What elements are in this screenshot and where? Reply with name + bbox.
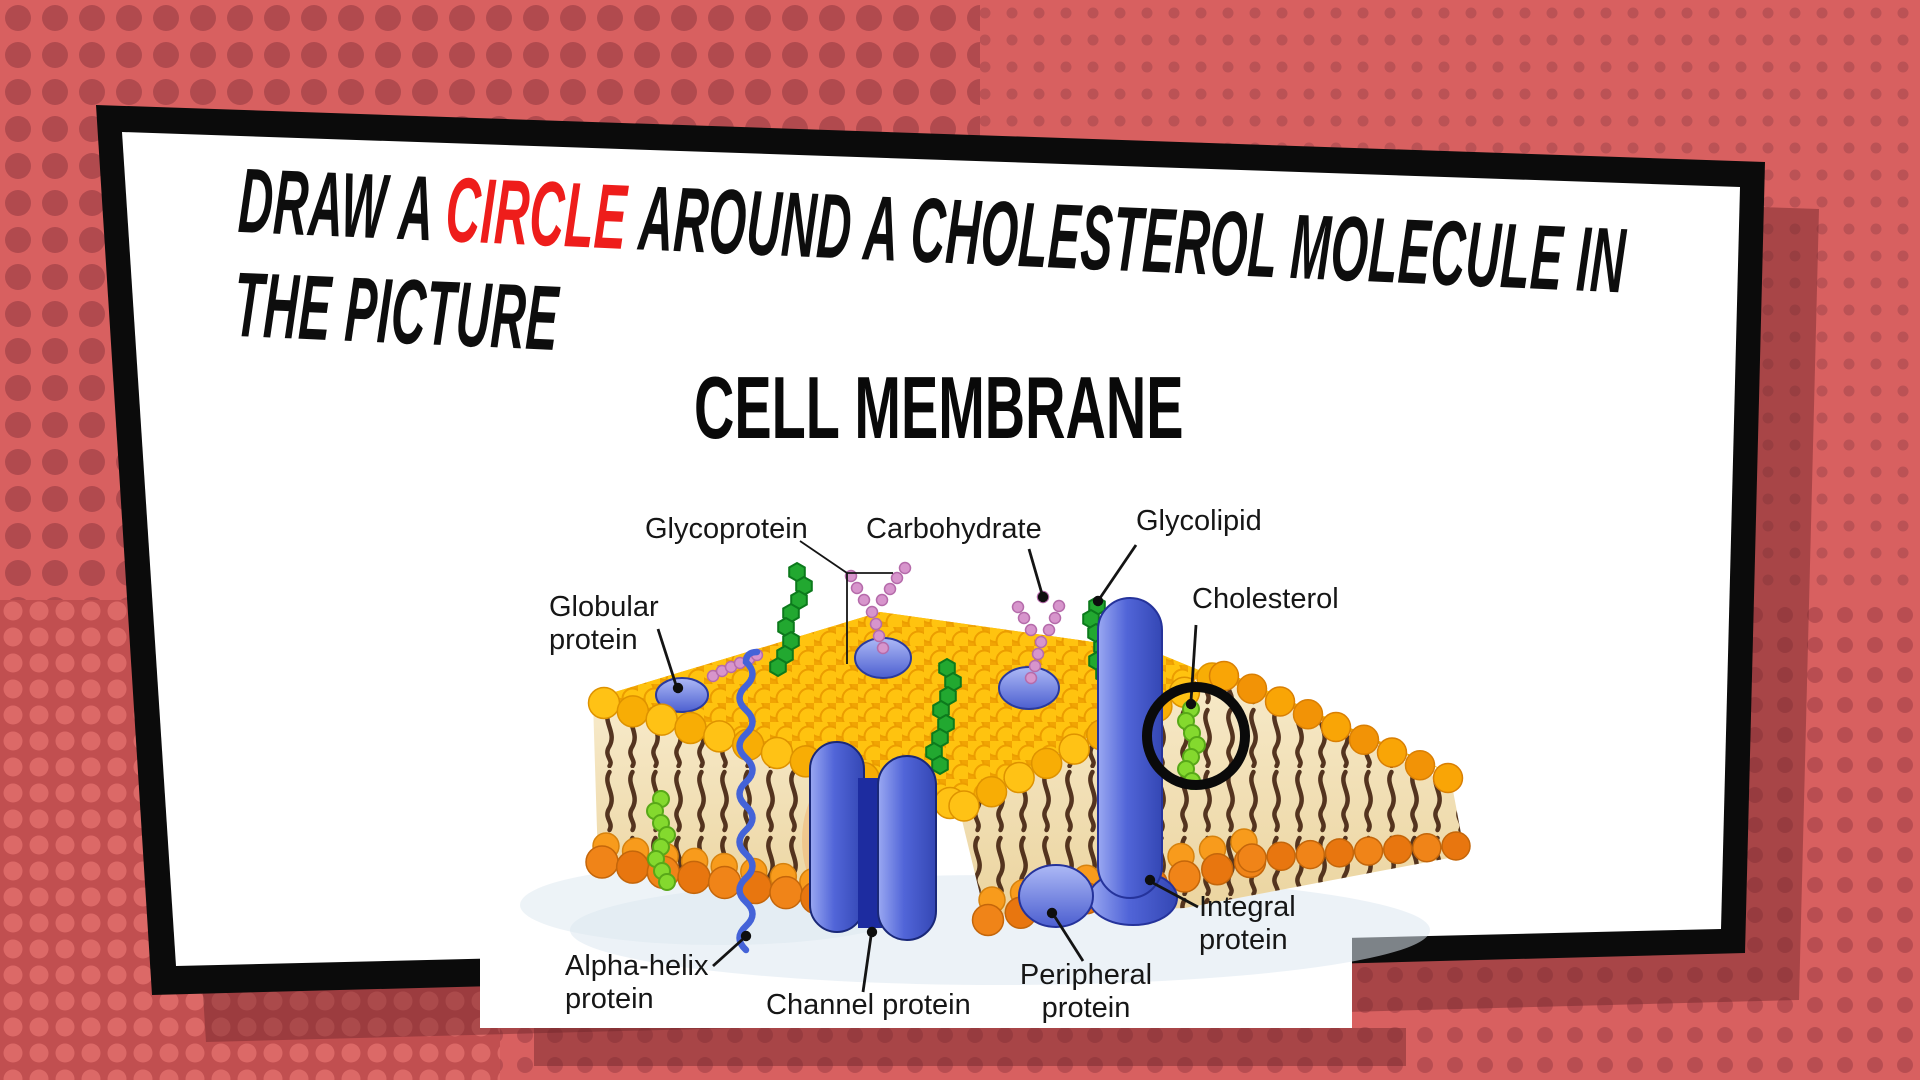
diagram-panel-shadow (534, 1028, 1406, 1066)
label-alpha-helix-protein: Alpha-helix protein (565, 950, 709, 1015)
label-integral-protein: Integral protein (1199, 891, 1296, 956)
label-cholesterol: Cholesterol (1192, 583, 1339, 615)
label-channel-protein: Channel protein (766, 989, 971, 1021)
label-peripheral-protein: Peripheral protein (1019, 959, 1153, 1024)
headline-part1: DRAW A (236, 149, 449, 261)
alpha-helix-shape (736, 648, 761, 954)
membrane-illustration (520, 561, 1471, 985)
label-glycoprotein: Glycoprotein (645, 513, 808, 545)
cholesterol-molecules (646, 700, 1206, 891)
channel-protein-shape (809, 741, 937, 941)
peripheral-protein-shape (1018, 864, 1094, 928)
label-glycolipid: Glycolipid (1136, 505, 1262, 537)
headline-highlight-word: CIRCLE (443, 159, 630, 269)
label-globular-protein: Globular protein (549, 591, 659, 656)
label-carbohydrate: Carbohydrate (866, 513, 1042, 545)
leader-lines (656, 540, 1199, 993)
answer-circle-annotation (1142, 682, 1250, 790)
diagram-title: CELL MEMBRANE (694, 358, 1184, 457)
